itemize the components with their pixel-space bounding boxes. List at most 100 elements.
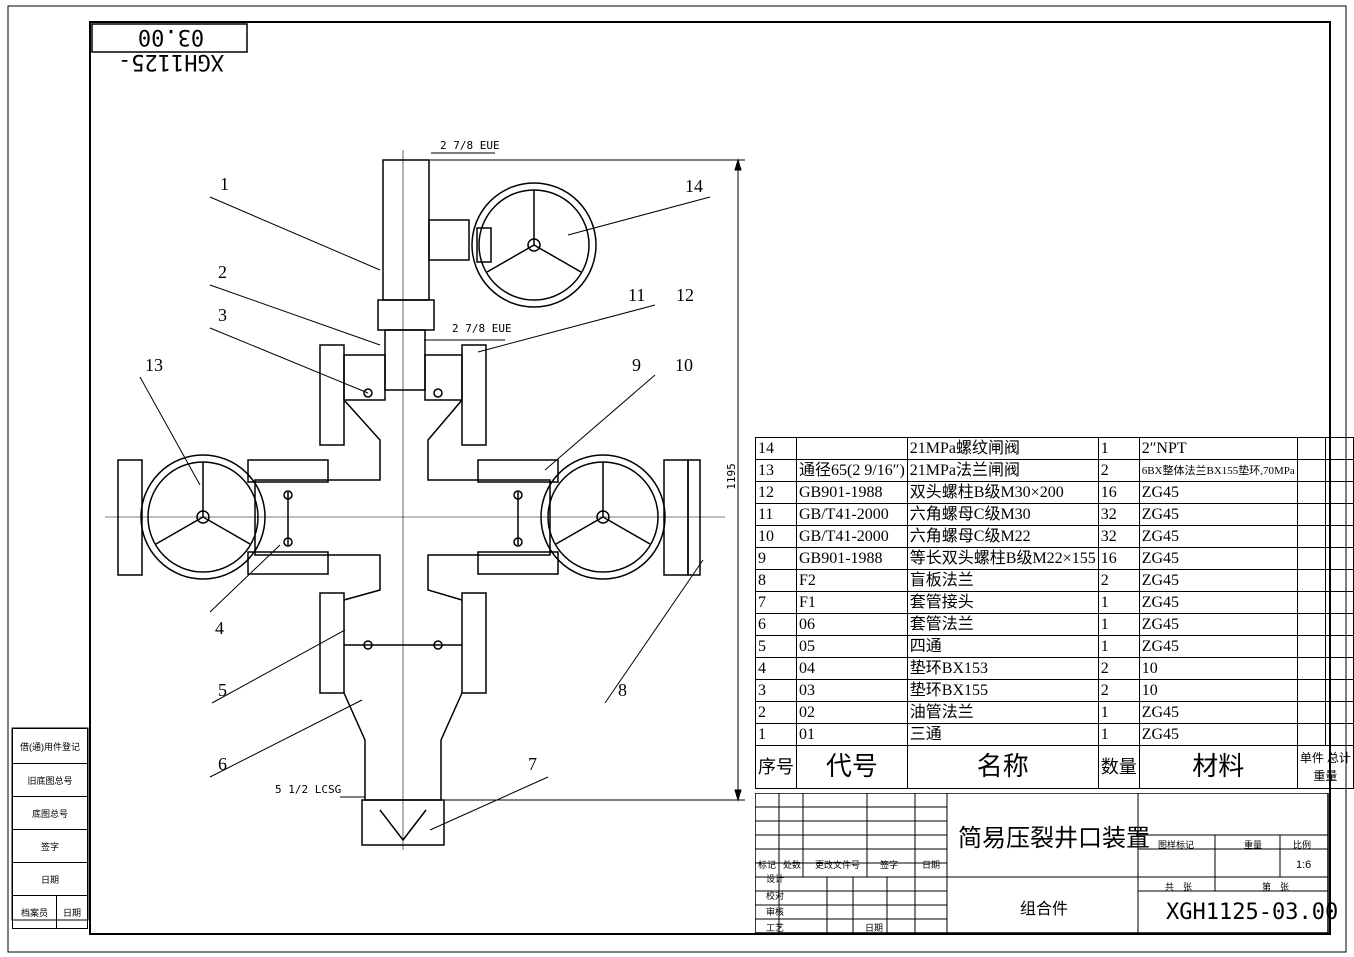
bom-code: GB901-1988 xyxy=(796,547,908,570)
bom-empty xyxy=(1296,503,1326,526)
bom-material: ZG45 xyxy=(1138,503,1298,526)
side-item-0: 借(通)用件登记 xyxy=(12,728,88,764)
bom-empty xyxy=(1324,591,1354,614)
callout-9: 9 xyxy=(632,355,641,375)
tb-label-sign: 签字 xyxy=(880,860,899,870)
callout-2: 2 xyxy=(218,262,227,282)
bom-no: 12 xyxy=(755,481,797,504)
tb-label-weight: 重量 xyxy=(1244,840,1263,850)
bom-code: 02 xyxy=(796,701,908,724)
callout-5: 5 xyxy=(218,680,227,700)
side-item-4: 日期 xyxy=(12,862,88,896)
callout-1: 1 xyxy=(220,174,229,194)
bom-name: 套管接头 xyxy=(906,591,1099,614)
bom-name: 双头螺柱B级M30×200 xyxy=(906,481,1099,504)
bom-code xyxy=(796,437,908,460)
tb-label-ratio: 比例 xyxy=(1293,840,1312,850)
bom-name: 六角螺母C级M22 xyxy=(906,525,1099,548)
bom-code: 06 xyxy=(796,613,908,636)
tb-label-mark: 标记 xyxy=(758,860,777,870)
tb-label-date2: 日期 xyxy=(865,923,884,933)
bom-no: 4 xyxy=(755,657,797,680)
bom-no: 9 xyxy=(755,547,797,570)
bom-code: 05 xyxy=(796,635,908,658)
cross-body xyxy=(247,399,559,601)
tb-label-process: 工艺 xyxy=(766,923,785,933)
handwheel-13-left-icon xyxy=(117,454,266,580)
bom-header-code: 代号 xyxy=(796,745,908,789)
bom-empty xyxy=(1296,701,1326,724)
callout-7: 7 xyxy=(528,754,537,774)
bom-name: 21MPa螺纹闸阀 xyxy=(906,437,1099,460)
bom-material: ZG45 xyxy=(1138,547,1298,570)
callout-14: 14 xyxy=(685,176,703,196)
bom-name: 六角螺母C级M30 xyxy=(906,503,1099,526)
bom-empty xyxy=(1296,481,1326,504)
bom-empty xyxy=(1324,723,1354,746)
bom-empty xyxy=(1324,481,1354,504)
side-item-6: 日期 xyxy=(56,895,88,929)
bom-empty xyxy=(1296,547,1326,570)
handwheel-13-right-icon xyxy=(540,454,701,580)
bom-qty: 16 xyxy=(1097,481,1140,504)
bom-name: 21MPa法兰闸阀 xyxy=(906,459,1099,482)
bom-empty xyxy=(1324,503,1354,526)
tb-label-stage-mark: 图样标记 xyxy=(1158,840,1195,850)
bom-qty: 32 xyxy=(1097,503,1140,526)
tb-label-design: 设计 xyxy=(766,874,785,884)
bom-header-unit: 单件 xyxy=(1299,751,1324,765)
bom-name: 盲板法兰 xyxy=(906,569,1099,592)
callout-8: 8 xyxy=(618,680,627,700)
bom-qty: 1 xyxy=(1097,437,1140,460)
bom-name: 四通 xyxy=(906,635,1099,658)
bom-no: 13 xyxy=(755,459,797,482)
bom-empty xyxy=(1324,679,1354,702)
tb-label-review: 审核 xyxy=(766,907,785,917)
tb-label-total-sheets: 共 张 xyxy=(1165,882,1193,892)
bom-qty: 2 xyxy=(1097,679,1140,702)
callout-11: 11 xyxy=(628,285,646,305)
side-item-1: 旧底图总号 xyxy=(12,763,88,797)
bom-empty xyxy=(1324,569,1354,592)
bom-qty: 2 xyxy=(1097,657,1140,680)
bom-material: 10 xyxy=(1138,657,1298,680)
bom-qty: 2 xyxy=(1097,459,1140,482)
bom-material: ZG45 xyxy=(1138,481,1298,504)
bom-empty xyxy=(1296,459,1326,482)
tb-label-check: 校对 xyxy=(766,891,785,901)
tb-label-sheet: 第 张 xyxy=(1262,882,1290,892)
bom-empty xyxy=(1296,591,1326,614)
bom-empty xyxy=(1296,657,1326,680)
bom-empty xyxy=(1296,679,1326,702)
bom-no: 11 xyxy=(755,503,797,526)
bom-material: ZG45 xyxy=(1138,591,1298,614)
bom-code: 04 xyxy=(796,657,908,680)
bom-name: 套管法兰 xyxy=(906,613,1099,636)
bom-code: 03 xyxy=(796,679,908,702)
bom-code: GB901-1988 xyxy=(796,481,908,504)
bom-material: ZG45 xyxy=(1138,525,1298,548)
bom-name: 油管法兰 xyxy=(906,701,1099,724)
bom-header-no: 序号 xyxy=(755,745,797,789)
bom-no: 6 xyxy=(755,613,797,636)
bom-no: 7 xyxy=(755,591,797,614)
bom-qty: 32 xyxy=(1097,525,1140,548)
bom-material: ZG45 xyxy=(1138,613,1298,636)
bom-no: 10 xyxy=(755,525,797,548)
drawing-number-stamp: XGH1125-03.00 xyxy=(118,24,224,74)
bom-empty xyxy=(1324,613,1354,636)
bom-empty xyxy=(1296,525,1326,548)
bom-material: ZG45 xyxy=(1138,569,1298,592)
side-item-3: 签字 xyxy=(12,829,88,863)
